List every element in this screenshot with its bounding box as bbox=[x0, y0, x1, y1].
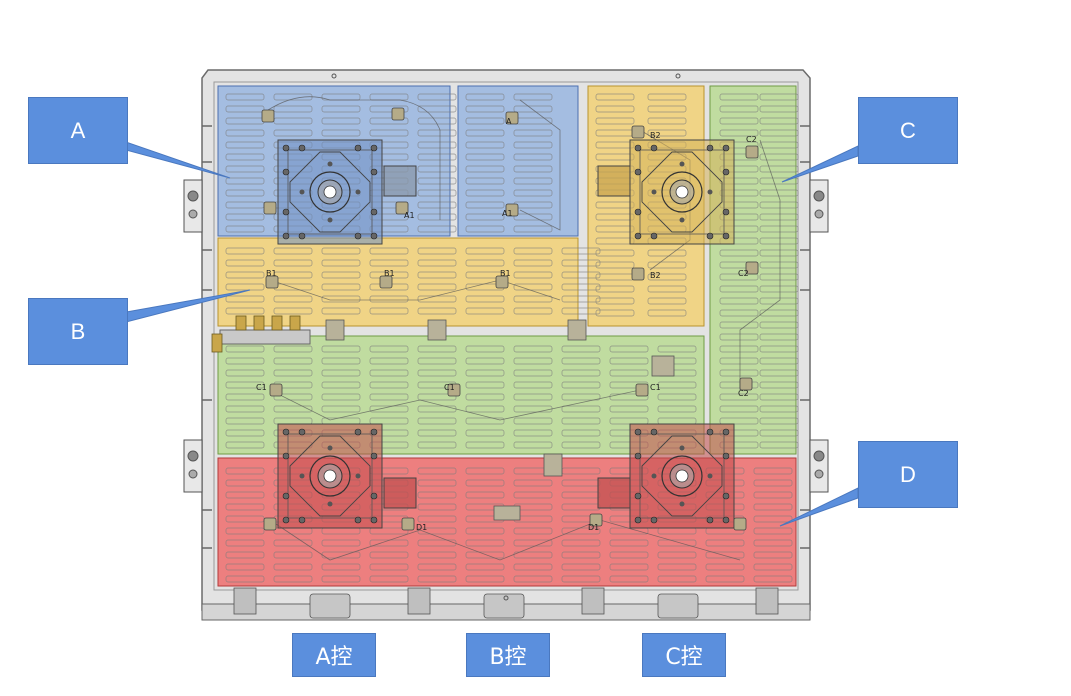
fitting-c2-low bbox=[739, 377, 753, 391]
fitting-b2-top bbox=[631, 125, 645, 139]
rotary-plate-b bbox=[629, 139, 735, 245]
fitting-c1-left bbox=[269, 383, 283, 397]
fitting-c1-right bbox=[635, 383, 649, 397]
fitting-label-b2-top: B2 bbox=[650, 131, 661, 140]
fitting-label-c1-left: C1 bbox=[256, 383, 267, 392]
callout-d: D bbox=[858, 441, 958, 508]
square-pad-2 bbox=[597, 165, 631, 197]
side-clamps bbox=[183, 179, 829, 493]
control-a-label: A控 bbox=[292, 633, 376, 677]
square-pad-3 bbox=[383, 477, 417, 509]
manifold-bar bbox=[219, 329, 311, 345]
fitting-b2-mid bbox=[631, 267, 645, 281]
fitting-c2-mid bbox=[745, 261, 759, 275]
fitting-extra-2 bbox=[391, 107, 405, 121]
fitting-label-c1-mid: C1 bbox=[444, 383, 455, 392]
fitting-label-b1-mid: B1 bbox=[384, 269, 395, 278]
fitting-extra-4 bbox=[263, 517, 277, 531]
fitting-label-b2-mid: B2 bbox=[650, 271, 661, 280]
fitting-label-c2-mid: C2 bbox=[738, 269, 749, 278]
control-c-label: C控 bbox=[642, 633, 726, 677]
fitting-label-b1-right: B1 bbox=[500, 269, 511, 278]
band-fittings bbox=[325, 319, 675, 521]
fitting-label-c2-low: C2 bbox=[738, 389, 749, 398]
fitting-b1-mid bbox=[379, 275, 393, 289]
callout-a: A bbox=[28, 97, 128, 164]
fitting-c1-mid bbox=[447, 383, 461, 397]
fitting-label-a1-mid: A1 bbox=[502, 209, 513, 218]
fitting-label-b1-left: B1 bbox=[266, 269, 277, 278]
fitting-label-c2-top: C2 bbox=[746, 135, 757, 144]
manifold-fittings bbox=[211, 315, 301, 353]
square-pad-1 bbox=[383, 165, 417, 197]
fitting-label-c1-right: C1 bbox=[650, 383, 661, 392]
fitting-c2-top bbox=[745, 145, 759, 159]
fitting-label-d1-left: D1 bbox=[416, 523, 427, 532]
fitting-b1-right bbox=[495, 275, 509, 289]
callout-b: B bbox=[28, 298, 128, 365]
fitting-label-d1-right: D1 bbox=[588, 523, 599, 532]
fitting-a1-left bbox=[395, 201, 409, 215]
square-pad-4 bbox=[597, 477, 631, 509]
rotary-plate-d-left bbox=[277, 423, 383, 529]
fitting-a1-mid bbox=[505, 203, 519, 217]
fitting-d1-right bbox=[589, 513, 603, 527]
fitting-b1-left bbox=[265, 275, 279, 289]
control-b-label: B控 bbox=[466, 633, 550, 677]
rotary-plate-d-right bbox=[629, 423, 735, 529]
rail-clamps bbox=[233, 587, 779, 615]
rotary-plate-a bbox=[277, 139, 383, 245]
fitting-extra-3 bbox=[263, 201, 277, 215]
fitting-extra-5 bbox=[733, 517, 747, 531]
top-holes bbox=[331, 73, 681, 601]
fitting-d1-left bbox=[401, 517, 415, 531]
fitting-a1-top bbox=[505, 111, 519, 125]
edge-pins bbox=[202, 125, 810, 549]
fitting-label-a1-left: A1 bbox=[404, 211, 415, 220]
fitting-label-a1-top: A bbox=[506, 117, 512, 126]
fitting-extra-1 bbox=[261, 109, 275, 123]
control-valves bbox=[309, 593, 699, 619]
callout-c: C bbox=[858, 97, 958, 164]
